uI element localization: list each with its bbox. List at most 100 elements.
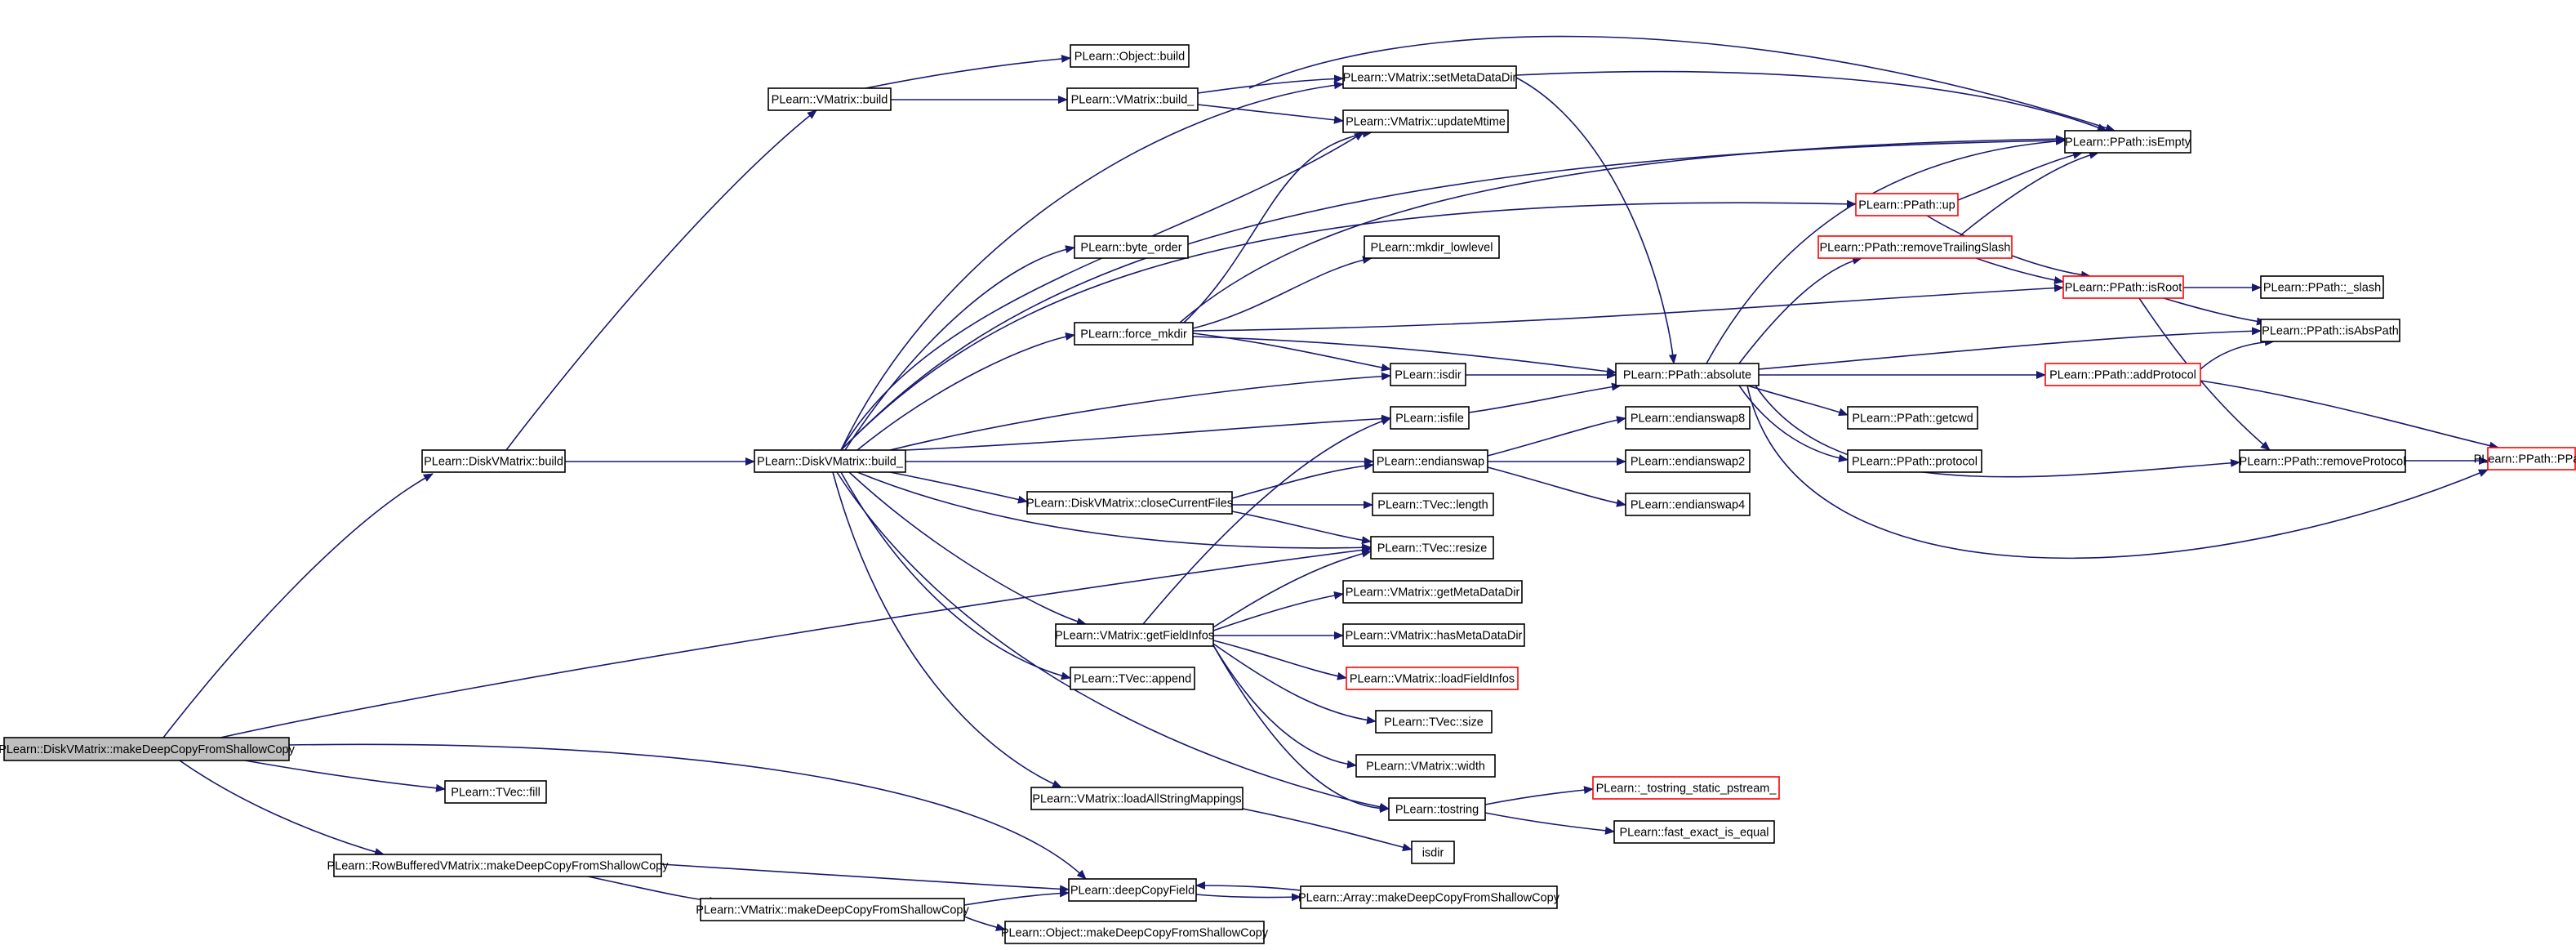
node-box: [1300, 885, 1558, 909]
edge-absolute-to-isabs: [1758, 327, 2262, 370]
node-box: [1847, 449, 1982, 473]
node-label: PLearn::RowBufferedVMatrix::makeDeepCopy…: [327, 860, 669, 873]
node-isdir2[interactable]: isdir: [1411, 841, 1455, 864]
node-closefiles[interactable]: PLearn::DiskVMatrix::closeCurrentFiles: [1026, 491, 1233, 515]
node-tvecappend[interactable]: PLearn::TVec::append: [1070, 667, 1195, 690]
node-box: [2044, 363, 2201, 386]
edge-absolute-to-getcwd: [1746, 385, 1849, 417]
node-box: [1066, 87, 1199, 111]
node-isdir[interactable]: PLearn::isdir: [1390, 363, 1466, 386]
node-loadmap[interactable]: PLearn::VMatrix::loadAllStringMappings: [1030, 787, 1244, 810]
node-objdeep[interactable]: PLearn::Object::makeDeepCopyFromShallowC…: [1001, 921, 1269, 944]
node-box: [1030, 787, 1244, 810]
node-ppathup[interactable]: PLearn::PPath::up: [1855, 193, 1959, 216]
node-tvecfill[interactable]: PLearn::TVec::fill: [444, 780, 547, 804]
node-rmproto[interactable]: PLearn::PPath::removeProtocol: [2239, 449, 2406, 473]
node-absolute[interactable]: PLearn::PPath::absolute: [1615, 363, 1760, 386]
node-setmeta[interactable]: PLearn::VMatrix::setMetaDataDir: [1342, 65, 1517, 89]
node-isempty[interactable]: PLearn::PPath::isEmpty: [2064, 130, 2191, 154]
node-isroot[interactable]: PLearn::PPath::isRoot: [2062, 275, 2184, 299]
node-root[interactable]: PLearn::DiskVMatrix::makeDeepCopyFromSha…: [0, 737, 296, 761]
edge-getfield-to-tvecsize: [1212, 643, 1377, 725]
node-box: [767, 87, 892, 111]
node-label: PLearn::PPath::addProtocol: [2049, 369, 2196, 382]
node-tveclength[interactable]: PLearn::TVec::length: [1372, 493, 1494, 516]
node-tostring[interactable]: PLearn::tostring: [1388, 797, 1486, 821]
node-rmtrail[interactable]: PLearn::PPath::removeTrailingSlash: [1817, 235, 2013, 259]
node-vmwidth[interactable]: PLearn::VMatrix::width: [1355, 754, 1496, 778]
node-box: [2064, 130, 2191, 154]
node-ppath[interactable]: PLearn::PPath::PPath: [2474, 447, 2576, 471]
node-vm_build_[interactable]: PLearn::VMatrix::build_: [1066, 87, 1199, 111]
node-dvm_build[interactable]: PLearn::DiskVMatrix::build: [421, 449, 566, 473]
edge-dvm_build-to-vm_build: [505, 109, 817, 451]
node-box: [2260, 275, 2384, 299]
node-slash[interactable]: PLearn::PPath::_slash: [2260, 275, 2384, 299]
node-label: PLearn::TVec::fill: [451, 787, 541, 800]
edge-dvm_build_-to-byteorder: [844, 245, 1075, 451]
node-loadfield[interactable]: PLearn::VMatrix::loadFieldInfos: [1346, 667, 1519, 690]
edge-endianswap-to-endian8: [1487, 416, 1626, 457]
node-getfield[interactable]: PLearn::VMatrix::getFieldInfos: [1055, 623, 1214, 647]
node-box: [1375, 710, 1493, 734]
node-box: [2062, 275, 2184, 299]
node-box: [1373, 449, 1488, 473]
node-rowbuf[interactable]: PLearn::RowBufferedVMatrix::makeDeepCopy…: [327, 854, 669, 877]
edge-getfield-to-tostring: [1212, 644, 1390, 813]
node-vm_build[interactable]: PLearn::VMatrix::build: [767, 87, 892, 111]
node-protocol[interactable]: PLearn::PPath::protocol: [1847, 449, 1982, 473]
node-endian2[interactable]: PLearn::endianswap2: [1625, 449, 1751, 473]
node-box: [1592, 776, 1780, 800]
node-addproto[interactable]: PLearn::PPath::addProtocol: [2044, 363, 2201, 386]
node-getmeta[interactable]: PLearn::VMatrix::getMetaDataDir: [1342, 580, 1523, 604]
edge-vm_build_-to-isempty: [1248, 35, 2116, 132]
node-obj_build[interactable]: PLearn::Object::build: [1070, 44, 1190, 68]
edge-dvm_build_-to-closefiles: [889, 471, 1028, 504]
node-fastexact[interactable]: PLearn::fast_exact_is_equal: [1613, 820, 1775, 844]
node-forcemkdir[interactable]: PLearn::force_mkdir: [1074, 322, 1194, 346]
node-box: [1390, 406, 1470, 430]
edge-dvm_build_-to-getfield: [848, 471, 1087, 626]
node-label: PLearn::Array::makeDeepCopyFromShallowCo…: [1298, 892, 1560, 905]
node-getcwd[interactable]: PLearn::PPath::getcwd: [1847, 406, 1978, 430]
node-label: PLearn::PPath::protocol: [1852, 456, 1978, 469]
node-endian8[interactable]: PLearn::endianswap8: [1625, 406, 1751, 430]
edge-root-to-deepfield: [288, 743, 1087, 880]
edge-getfield-to-tvecresize: [1212, 549, 1372, 628]
edge-forcemkdir-to-updmtime: [1183, 129, 1373, 323]
node-tvecsize[interactable]: PLearn::TVec::size: [1375, 710, 1493, 734]
node-label: PLearn::VMatrix::getMetaDataDir: [1346, 587, 1520, 600]
node-endian4[interactable]: PLearn::endianswap4: [1625, 493, 1751, 516]
node-hasmeta[interactable]: PLearn::VMatrix::hasMetaDataDir: [1342, 623, 1525, 647]
edge-forcemkdir-to-isdir: [1192, 332, 1391, 372]
node-isabs[interactable]: PLearn::PPath::isAbsPath: [2260, 319, 2400, 342]
node-box: [1004, 921, 1265, 944]
node-box: [1364, 235, 1500, 259]
node-label: PLearn::VMatrix::makeDeepCopyFromShallow…: [696, 904, 969, 917]
node-dvm_build_[interactable]: PLearn::DiskVMatrix::build_: [754, 449, 906, 473]
node-updmtime[interactable]: PLearn::VMatrix::updateMtime: [1342, 109, 1509, 133]
node-label: PLearn::force_mkdir: [1080, 328, 1187, 341]
edge-absolute-to-rmproto: [1755, 385, 2240, 478]
node-label: PLearn::fast_exact_is_equal: [1620, 827, 1769, 840]
edge-dvm_build_-to-tostring: [836, 471, 1390, 811]
node-label: PLearn::PPath::getcwd: [1852, 413, 1973, 426]
node-box: [1355, 754, 1496, 778]
node-endianswap[interactable]: PLearn::endianswap: [1373, 449, 1488, 473]
node-label: PLearn::mkdir_lowlevel: [1371, 242, 1493, 255]
node-label: PLearn::PPath::absolute: [1623, 369, 1751, 382]
node-tostrstat[interactable]: PLearn::_tostring_static_pstream_: [1592, 776, 1780, 800]
node-byteorder[interactable]: PLearn::byte_order: [1074, 235, 1189, 259]
edge-ppathup-to-isempty: [1957, 150, 2083, 201]
node-isfile[interactable]: PLearn::isfile: [1390, 406, 1470, 430]
node-box: [1390, 363, 1466, 386]
node-arraydeep[interactable]: PLearn::Array::makeDeepCopyFromShallowCo…: [1298, 885, 1560, 909]
edge-tostring-to-fastexact: [1484, 812, 1615, 835]
node-tvecresize[interactable]: PLearn::TVec::resize: [1370, 536, 1494, 560]
node-mkdir_ll[interactable]: PLearn::mkdir_lowlevel: [1364, 235, 1500, 259]
edge-getfield-to-getmeta: [1212, 591, 1344, 631]
node-vmdeep[interactable]: PLearn::VMatrix::makeDeepCopyFromShallow…: [696, 898, 969, 921]
edge-getfield-to-vmwidth: [1212, 644, 1357, 769]
node-label: PLearn::PPath::removeTrailingSlash: [1820, 242, 2011, 255]
node-deepfield[interactable]: PLearn::deepCopyField: [1068, 878, 1197, 902]
